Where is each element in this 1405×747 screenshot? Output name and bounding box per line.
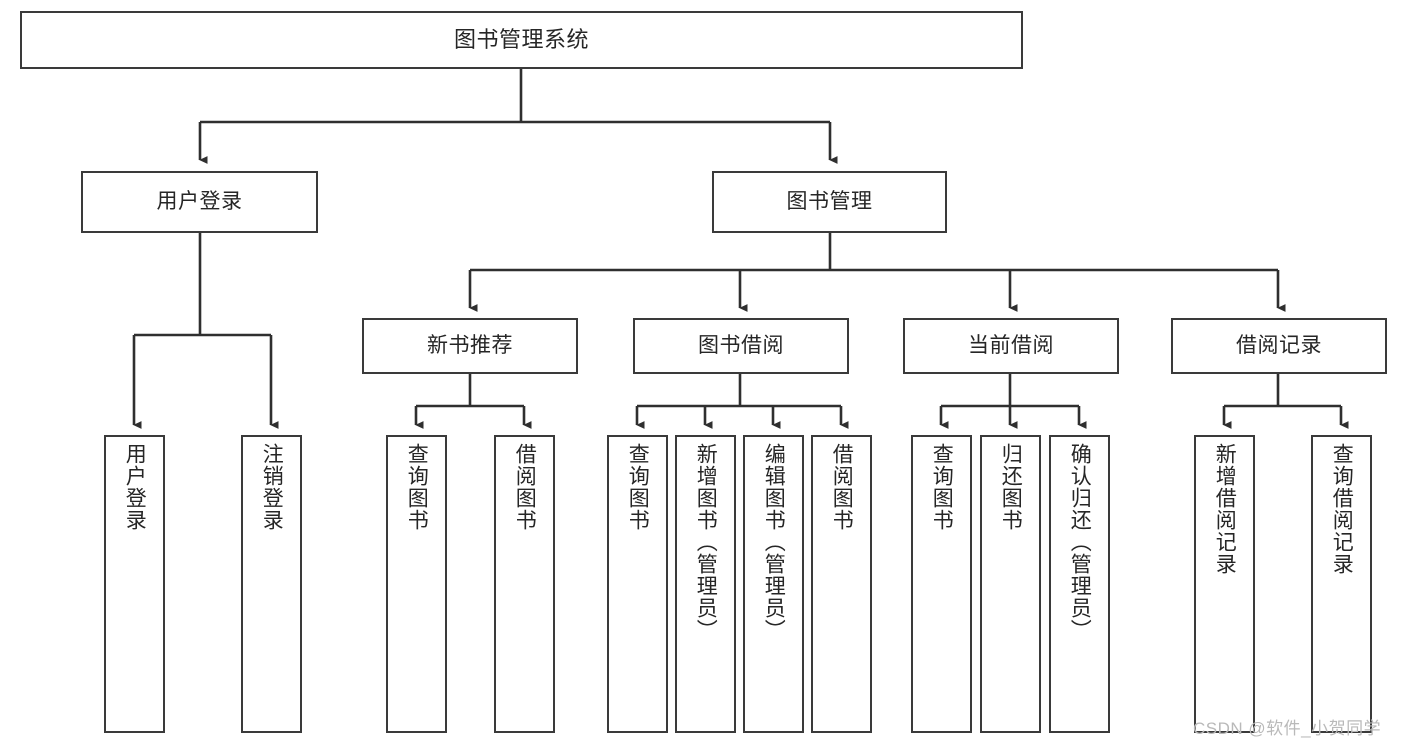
leaf-recommend-borrow-book[interactable]: 借阅图书 bbox=[494, 435, 555, 733]
leaf-recommend-query-book[interactable]: 查询图书 bbox=[386, 435, 447, 733]
node-label: 查询图书 bbox=[930, 443, 954, 531]
leaf-borrow-edit-book-admin[interactable]: 编辑图书（管理员） bbox=[743, 435, 804, 733]
leaf-current-confirm-return-admin[interactable]: 确认归还（管理员） bbox=[1049, 435, 1110, 733]
leaf-user-login-signin[interactable]: 用户登录 bbox=[104, 435, 165, 733]
node-label: 图书借阅 bbox=[698, 334, 784, 358]
node-book-borrow[interactable]: 图书借阅 bbox=[633, 318, 849, 374]
leaf-borrow-add-book-admin[interactable]: 新增图书（管理员） bbox=[675, 435, 736, 733]
node-label: 新增图书（管理员） bbox=[694, 443, 718, 641]
node-borrow-record[interactable]: 借阅记录 bbox=[1171, 318, 1387, 374]
node-label: 当前借阅 bbox=[968, 334, 1054, 358]
node-label: 借阅记录 bbox=[1236, 334, 1322, 358]
node-new-book-recommend[interactable]: 新书推荐 bbox=[362, 318, 578, 374]
node-user-login[interactable]: 用户登录 bbox=[81, 171, 318, 233]
leaf-borrow-borrow-book[interactable]: 借阅图书 bbox=[811, 435, 872, 733]
leaf-borrow-query-book[interactable]: 查询图书 bbox=[607, 435, 668, 733]
node-label: 新书推荐 bbox=[427, 334, 513, 358]
node-label: 图书管理 bbox=[786, 190, 873, 214]
node-label: 借阅图书 bbox=[830, 443, 854, 531]
node-label: 查询图书 bbox=[405, 443, 429, 531]
node-book-management[interactable]: 图书管理 bbox=[712, 171, 947, 233]
node-label: 确认归还（管理员） bbox=[1068, 443, 1092, 641]
node-label: 借阅图书 bbox=[513, 443, 537, 531]
node-label: 查询图书 bbox=[626, 443, 650, 531]
leaf-record-query-record[interactable]: 查询借阅记录 bbox=[1311, 435, 1372, 733]
node-label: 查询借阅记录 bbox=[1330, 443, 1354, 575]
leaf-current-query-book[interactable]: 查询图书 bbox=[911, 435, 972, 733]
leaf-record-add-record[interactable]: 新增借阅记录 bbox=[1194, 435, 1255, 733]
node-current-borrow[interactable]: 当前借阅 bbox=[903, 318, 1119, 374]
node-root-system[interactable]: 图书管理系统 bbox=[20, 11, 1023, 69]
node-label: 编辑图书（管理员） bbox=[762, 443, 786, 641]
node-label: 用户登录 bbox=[156, 190, 243, 214]
leaf-current-return-book[interactable]: 归还图书 bbox=[980, 435, 1041, 733]
node-label: 归还图书 bbox=[999, 443, 1023, 531]
csdn-watermark: CSDN @软件_小贺同学 bbox=[1193, 719, 1382, 738]
node-label: 图书管理系统 bbox=[453, 26, 589, 52]
node-label: 新增借阅记录 bbox=[1213, 443, 1237, 575]
leaf-user-login-signout[interactable]: 注销登录 bbox=[241, 435, 302, 733]
node-label: 用户登录 bbox=[123, 443, 147, 531]
node-label: 注销登录 bbox=[260, 443, 284, 531]
